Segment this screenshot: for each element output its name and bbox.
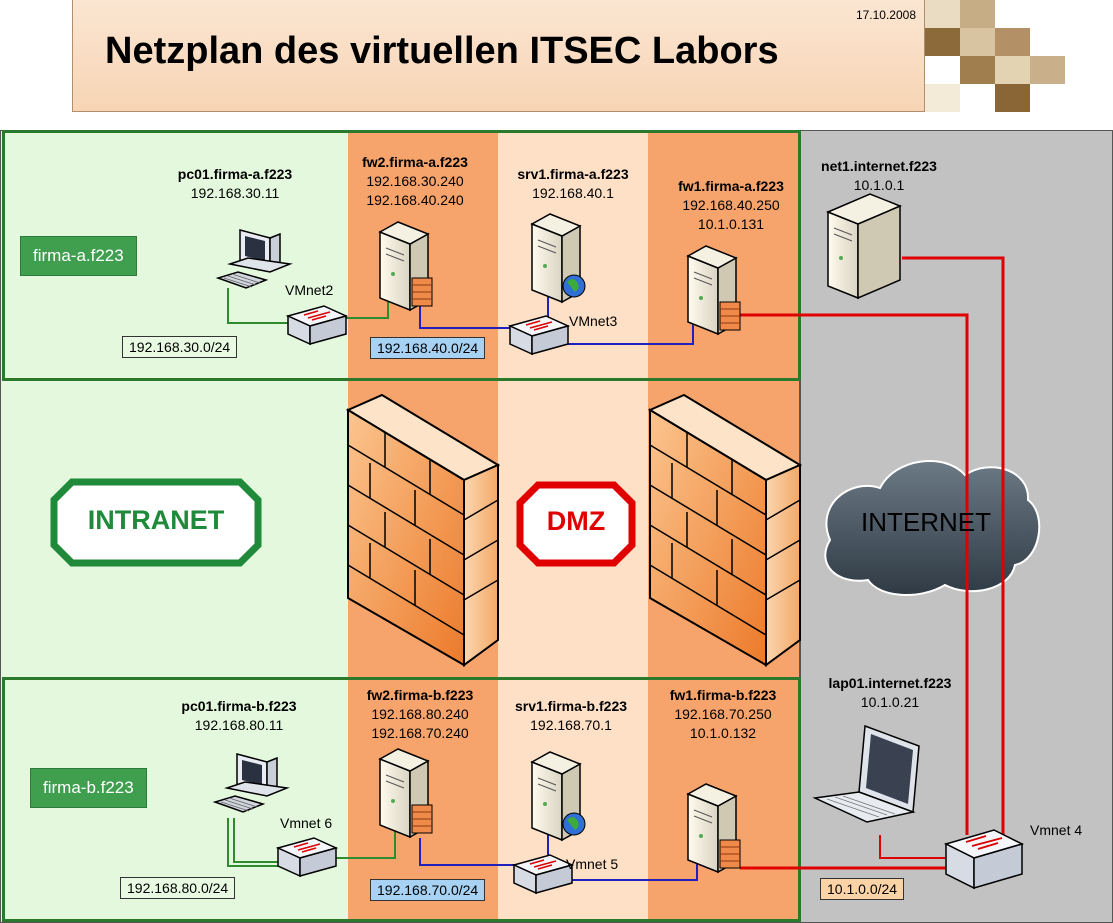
srv1-server-icon	[530, 751, 586, 842]
switch-label-vmnet3: VMnet3	[569, 313, 618, 329]
fw1-server-icon	[686, 245, 741, 336]
page-title: Netzplan des virtuellen ITSEC Labors	[105, 30, 779, 72]
company-a-label: firma-a.f223	[20, 236, 137, 276]
fw2-server-icon	[378, 221, 433, 312]
switch-icon	[943, 829, 1025, 890]
dmz-badge	[516, 481, 636, 567]
fw2-server-icon	[378, 748, 433, 839]
title-banner: Netzplan des virtuellen ITSEC Labors 17.…	[72, 0, 925, 112]
intranet-badge	[50, 478, 262, 567]
net1-server-icon	[826, 193, 902, 300]
switch-label-vmnet2: VMnet2	[285, 282, 334, 298]
network-label-net10: 10.1.0.0/24	[820, 878, 905, 900]
internet-cloud-icon	[824, 460, 1041, 596]
network-label-net40: 192.168.40.0/24	[370, 337, 486, 359]
switch-label-vmnet6: Vmnet 6	[280, 815, 333, 831]
switch-icon	[285, 305, 349, 346]
desktop-pc-icon	[212, 753, 290, 813]
firewall-wall-icon	[647, 393, 803, 667]
switch-icon	[275, 837, 339, 878]
network-label-net80: 192.168.80.0/24	[120, 877, 236, 899]
firewall-wall-icon	[345, 393, 501, 667]
cables-company-a	[227, 256, 1005, 835]
switch-label-vmnet4: Vmnet 4	[1030, 822, 1083, 838]
network-label-net70: 192.168.70.0/24	[370, 879, 486, 901]
fw1-server-icon	[686, 783, 741, 874]
network-label-net30: 192.168.30.0/24	[122, 336, 238, 358]
intranet-label: INTRANET	[87, 505, 225, 535]
desktop-pc-icon	[215, 229, 293, 289]
dmz-label: DMZ	[546, 506, 606, 536]
company-b-label: firma-b.f223	[30, 768, 147, 808]
decorative-mosaic	[925, 0, 1065, 112]
date-label: 17.10.2008	[855, 8, 916, 22]
company-b-frame	[2, 677, 801, 922]
company-a-frame	[2, 130, 801, 381]
srv1-server-icon	[530, 213, 586, 304]
switch-label-vmnet5: Vmnet 5	[566, 856, 619, 872]
internet-label: INTERNET	[861, 507, 991, 537]
switch-icon	[511, 854, 575, 895]
laptop-icon	[812, 724, 920, 823]
switch-icon	[507, 315, 571, 356]
